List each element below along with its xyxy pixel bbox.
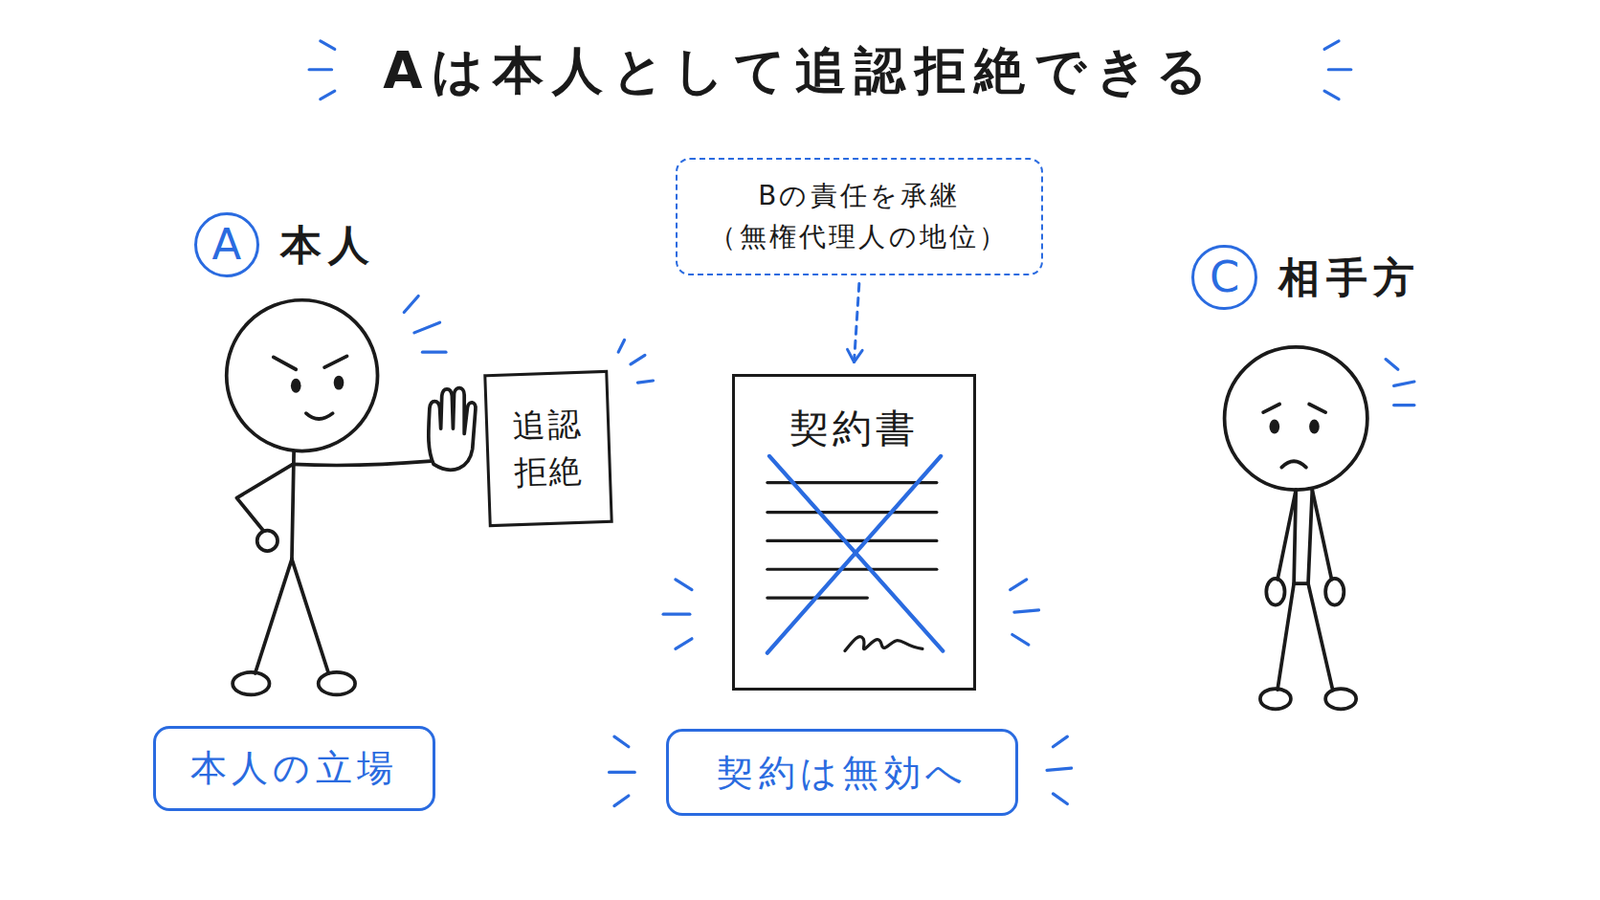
text-line: [767, 511, 937, 514]
accent-dash: [1328, 67, 1351, 71]
eye: [1309, 420, 1320, 435]
emphasis-mark: [609, 771, 636, 775]
rejection-paper: 追認 拒絶: [483, 370, 614, 528]
emphasis-mark: [422, 351, 446, 355]
node-text: 追認 拒絶: [494, 400, 600, 499]
hand: [1266, 578, 1285, 606]
party-letter: A: [211, 223, 242, 267]
accent-dash: [320, 90, 335, 100]
foot: [318, 672, 356, 695]
emphasis-mark: [675, 579, 692, 591]
diagram-title: Aは本人として追認拒絶できる: [0, 41, 1600, 103]
eyebrow: [1263, 404, 1280, 414]
contract-document: 契約書: [732, 374, 978, 691]
accent-dash: [1324, 90, 1339, 100]
emphasis-mark: [614, 736, 629, 748]
node-text: 契約書: [789, 405, 920, 453]
frown: [1281, 461, 1307, 467]
emphasis-mark: [618, 339, 624, 353]
emphasis-mark: [1012, 635, 1029, 646]
party-role: 相手方: [1278, 257, 1421, 299]
emphasis-mark: [1046, 768, 1072, 771]
head: [1224, 347, 1368, 490]
eyebrow: [324, 355, 347, 368]
hand: [257, 531, 278, 552]
foot: [1260, 688, 1291, 710]
emphasis-mark: [1394, 381, 1415, 386]
arm: [1311, 489, 1332, 580]
stick-figure-c: [1224, 347, 1368, 711]
eye: [290, 378, 302, 394]
arrow-head: [847, 349, 864, 362]
arm: [236, 464, 293, 531]
cross-stroke: [767, 456, 941, 654]
eyebrow: [1309, 404, 1326, 414]
eyebrow: [273, 356, 296, 370]
emphasis-mark: [663, 613, 690, 617]
emphasis-mark: [1010, 579, 1027, 591]
emphasis-mark: [675, 639, 692, 650]
leg: [1277, 583, 1294, 690]
dashed-note-box: Bの責任を承継 （無権代理人の地位）: [675, 157, 1044, 276]
party-circle: A本人: [194, 212, 260, 278]
body: [291, 451, 294, 560]
leg: [291, 559, 329, 674]
party-role: 本人: [280, 224, 376, 267]
stick-figure-a: [226, 300, 476, 696]
emphasis-mark: [614, 796, 629, 807]
emphasis-mark: [637, 380, 653, 383]
hand: [1325, 578, 1344, 606]
leg: [255, 559, 292, 674]
smile: [306, 413, 334, 420]
party-circle: C相手方: [1191, 244, 1257, 311]
emphasis-mark: [630, 355, 645, 365]
foot: [1325, 688, 1356, 710]
node-text: Bの責任を承継 （無権代理人の地位）: [691, 176, 1027, 259]
emphasis-mark: [403, 295, 419, 312]
accent-dash: [320, 41, 335, 50]
eye: [333, 376, 345, 391]
text-line: [767, 568, 937, 572]
connector-line: [854, 283, 860, 362]
node-text: 本人の立場: [190, 746, 400, 791]
result-box: 契約は無効へ: [666, 729, 1019, 817]
emphasis-mark: [1014, 610, 1040, 613]
arm: [292, 461, 431, 466]
accent-dash: [309, 67, 332, 71]
node-text: 契約は無効へ: [716, 751, 968, 796]
dashed-arrow: [847, 283, 864, 362]
cross-mark: [767, 456, 943, 654]
role-box: 本人の立場: [153, 726, 436, 812]
head: [226, 300, 378, 452]
accent-dash: [1324, 41, 1339, 50]
text-line: [767, 539, 937, 543]
body: [1293, 489, 1312, 584]
emphasis-mark: [1394, 403, 1415, 407]
eye: [1269, 420, 1281, 435]
leg: [1308, 583, 1334, 690]
emphasis-mark: [1385, 359, 1399, 371]
emphasis-mark: [1052, 794, 1067, 805]
emphasis-mark: [414, 322, 441, 334]
party-letter: C: [1209, 256, 1240, 300]
raised-hand: [428, 388, 476, 471]
emphasis-mark: [1052, 736, 1067, 748]
signature: [844, 637, 923, 652]
foot: [232, 672, 269, 695]
